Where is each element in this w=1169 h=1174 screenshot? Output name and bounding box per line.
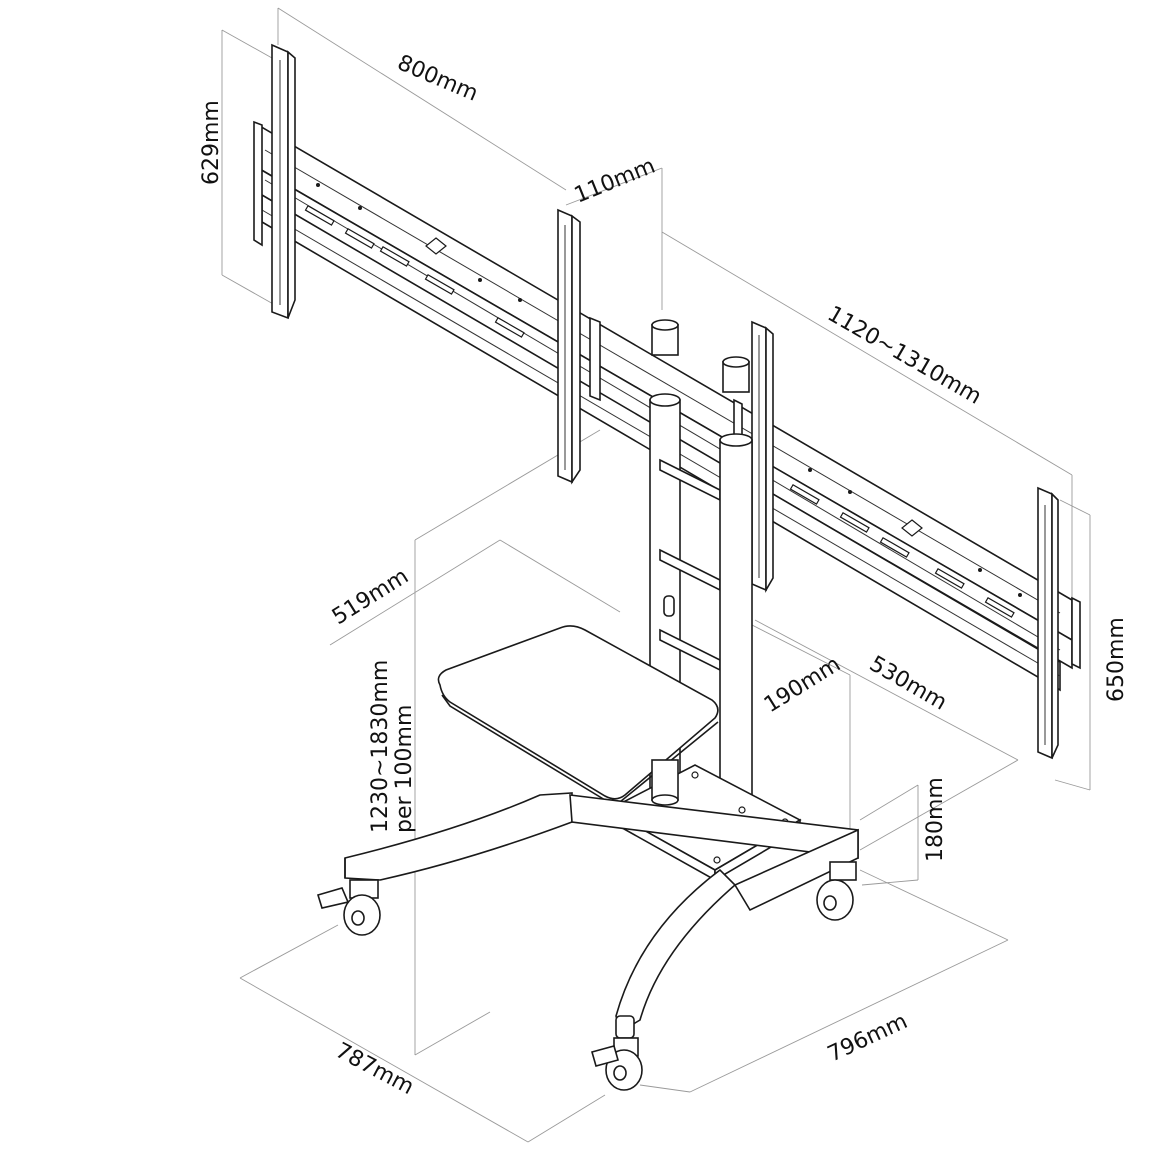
caster-left (316, 879, 381, 936)
caster-wheels (316, 861, 857, 1091)
label-bracket-spacing: 1120~1310mm (823, 302, 986, 410)
label-column-height: 1230~1830mm (368, 660, 393, 833)
bracket-far-right (1037, 486, 1081, 760)
rail-center-mark-right (901, 519, 923, 537)
rail-center-mark-left (425, 237, 447, 255)
base-legs (344, 792, 859, 1039)
label-bracket-height: 629mm (199, 100, 224, 185)
caster-right (816, 861, 857, 921)
equipment-shelf (437, 625, 719, 807)
label-base-width: 796mm (824, 1009, 911, 1068)
bracket-far-left (253, 43, 296, 320)
caster-front (591, 1037, 643, 1091)
vertical-brackets (253, 43, 1081, 760)
dimension-lines (221, 7, 1091, 1143)
label-screen-height: 650mm (1104, 617, 1129, 702)
label-base-depth: 787mm (331, 1038, 418, 1100)
label-column-step: per 100mm (392, 705, 417, 833)
bracket-mid-left (557, 208, 601, 485)
label-bracket-depth: 110mm (571, 154, 659, 209)
label-base-clearance: 530mm (865, 652, 951, 716)
label-bracket-width: 800mm (394, 51, 482, 107)
label-base-height: 180mm (923, 777, 948, 862)
label-shelf-depth: 190mm (760, 652, 845, 718)
rail-slots (304, 204, 1015, 618)
